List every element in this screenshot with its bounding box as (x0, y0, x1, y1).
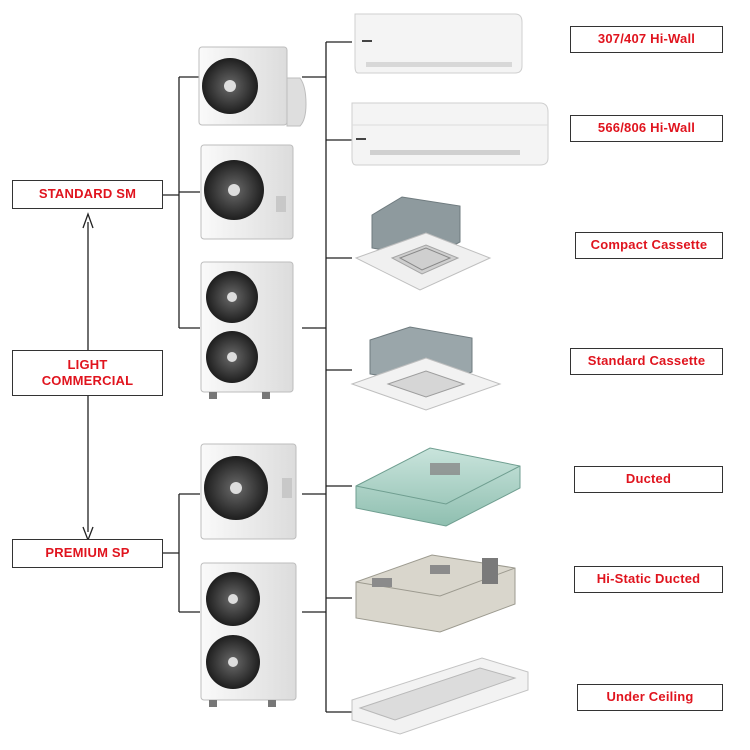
under-ceiling-unit-icon (351, 657, 529, 735)
indoor-label-text: Compact Cassette (590, 237, 708, 253)
standard-sm-text: STANDARD SM (38, 186, 137, 202)
indoor-label-307-407-hi-wall: 307/407 Hi-Wall (570, 26, 723, 53)
single-fan-outdoor-unit-icon (200, 443, 297, 540)
light-commercial-line2: COMMERCIAL (41, 373, 134, 388)
single-fan-outdoor-unit-icon (200, 144, 294, 240)
hi-wall-small-unit-icon (354, 13, 523, 74)
hi-wall-large-unit-icon (351, 102, 549, 166)
light-commercial-label: LIGHT COMMERCIAL (12, 350, 163, 396)
indoor-label-text: Standard Cassette (587, 353, 706, 369)
indoor-label-compact-cassette: Compact Cassette (575, 232, 723, 259)
light-commercial-line1: LIGHT (67, 356, 108, 372)
hi-static-ducted-unit-icon (355, 554, 516, 633)
connector-lines (87, 41, 352, 713)
indoor-label-566-806-hi-wall: 566/806 Hi-Wall (570, 115, 723, 142)
indoor-label-standard-cassette: Standard Cassette (570, 348, 723, 375)
indoor-label-text: Under Ceiling (606, 689, 694, 705)
ducted-unit-icon (355, 447, 521, 527)
premium-sp-text: PREMIUM SP (45, 545, 130, 561)
standard-cassette-unit-icon (350, 326, 502, 411)
single-fan-small-outdoor-unit-icon (198, 46, 307, 127)
indoor-label-text: Hi-Static Ducted (596, 571, 701, 587)
indoor-label-text: Ducted (625, 471, 672, 487)
compact-cassette-unit-icon (354, 196, 492, 291)
indoor-label-under-ceiling: Under Ceiling (577, 684, 723, 711)
indoor-label-hi-static-ducted: Hi-Static Ducted (574, 566, 723, 593)
premium-sp-label: PREMIUM SP (12, 539, 163, 568)
indoor-label-text: 566/806 Hi-Wall (597, 120, 696, 136)
indoor-label-ducted: Ducted (574, 466, 723, 493)
standard-sm-label: STANDARD SM (12, 180, 163, 209)
indoor-label-text: 307/407 Hi-Wall (597, 31, 696, 47)
twin-fan-outdoor-unit-icon (200, 562, 297, 707)
twin-fan-outdoor-unit-icon (200, 261, 294, 399)
